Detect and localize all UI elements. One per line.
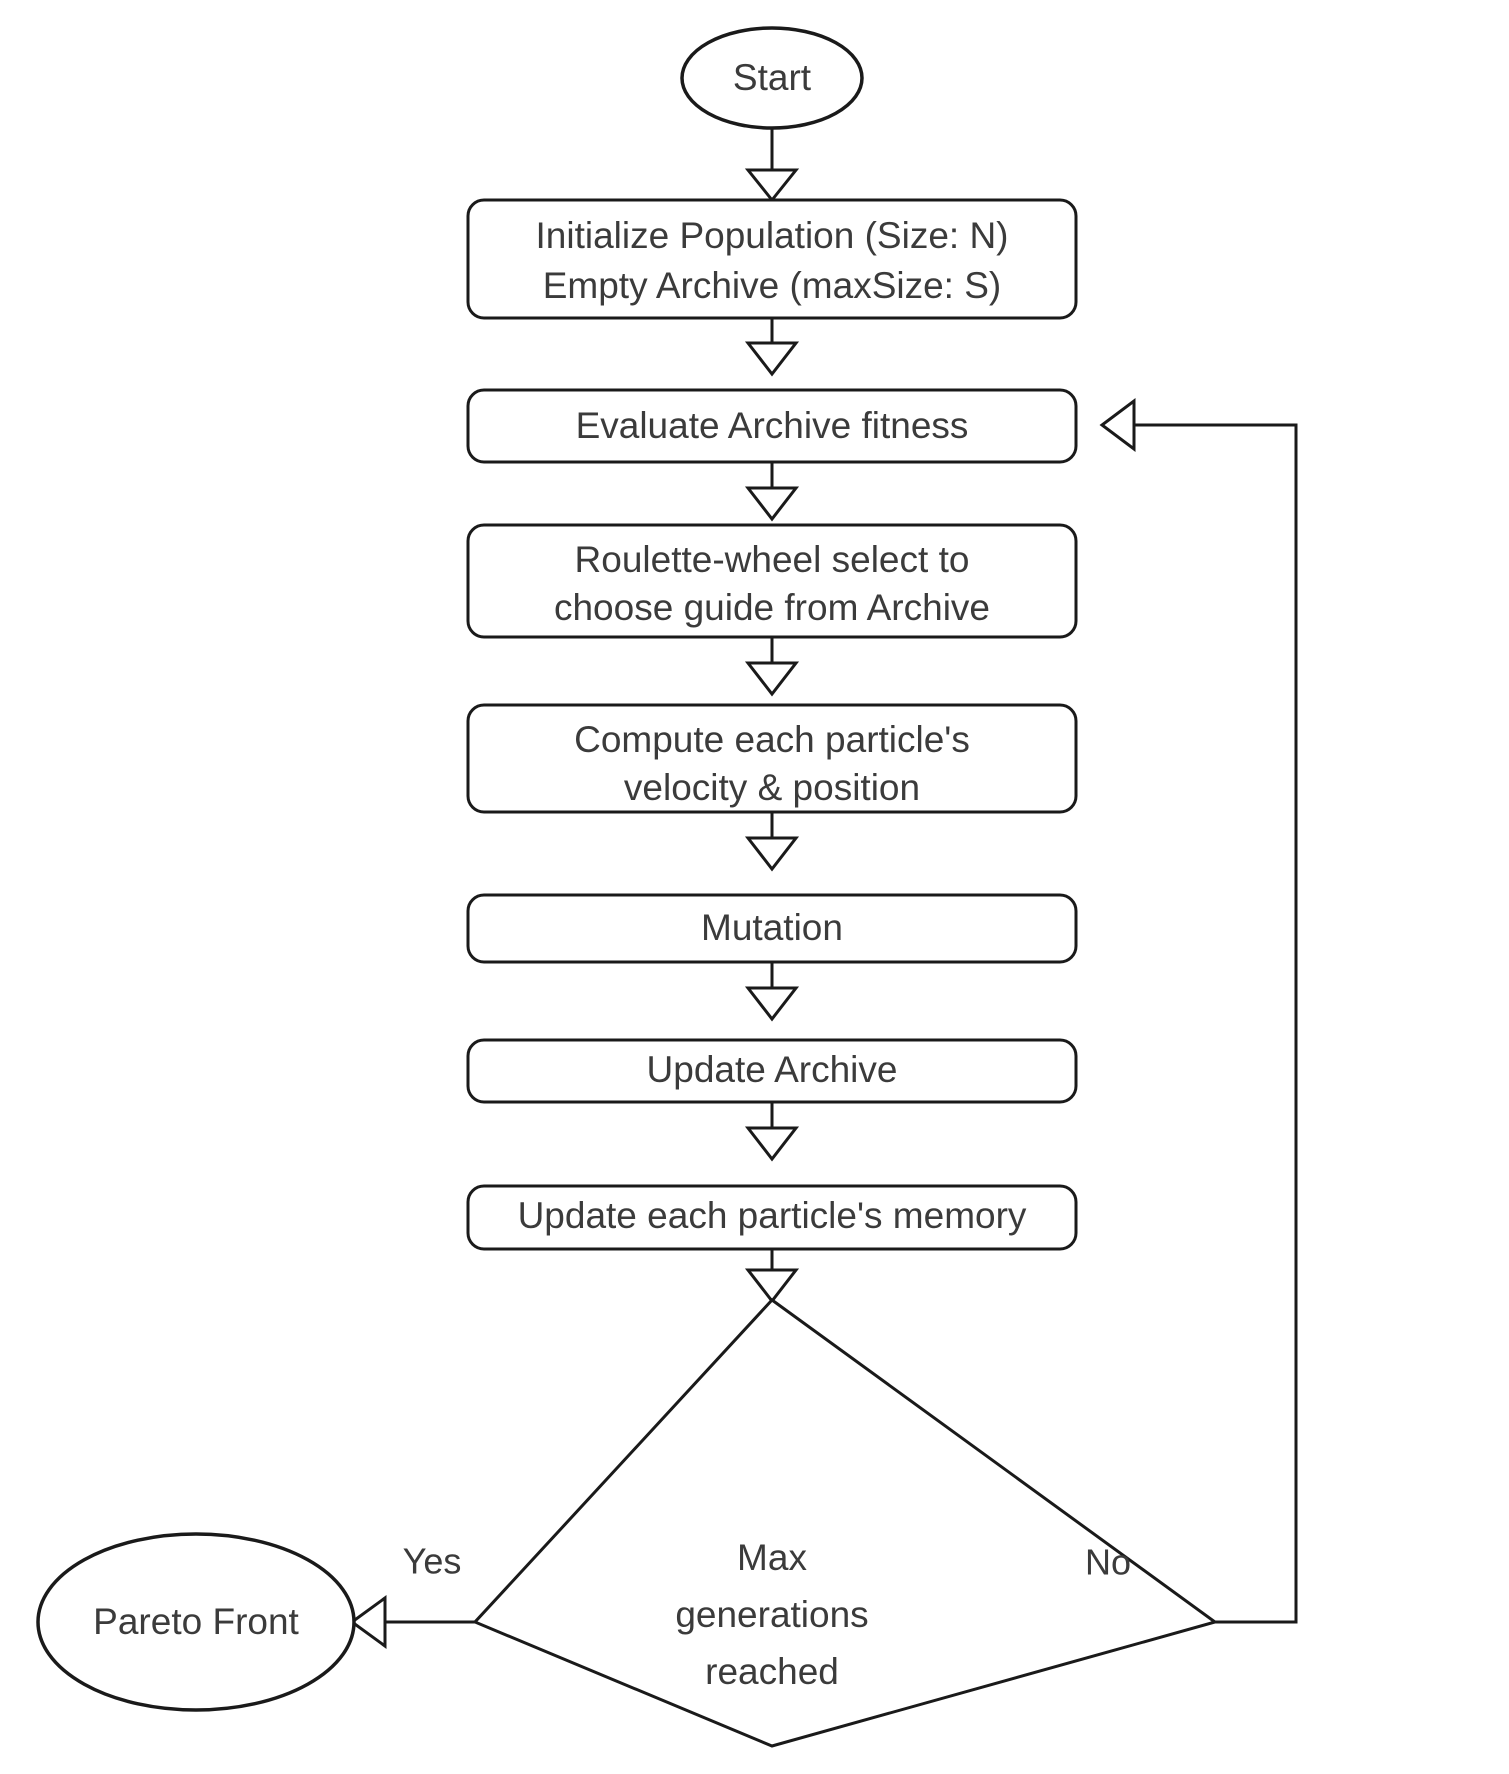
- node-update-archive[interactable]: Update Archive: [466, 1038, 1078, 1104]
- node-initialize-line1: Initialize Population (Size: N): [536, 215, 1009, 256]
- node-update-particle-memory[interactable]: Update each particle's memory: [466, 1184, 1078, 1251]
- edge-label-yes: Yes: [403, 1541, 462, 1582]
- node-initialize-line2: Empty Archive (maxSize: S): [543, 265, 1002, 306]
- edge-decision-yes-to-pareto-front: [349, 1595, 475, 1649]
- node-decision-line1: Max: [737, 1537, 807, 1578]
- node-evaluate-archive-fitness[interactable]: Evaluate Archive fitness: [466, 388, 1078, 464]
- node-start[interactable]: Start: [680, 26, 864, 130]
- node-compute-velocity-position[interactable]: Compute each particle's velocity & posit…: [466, 703, 1078, 814]
- node-initialize-population[interactable]: Initialize Population (Size: N) Empty Ar…: [466, 198, 1078, 320]
- node-update-archive-label: Update Archive: [647, 1049, 898, 1090]
- node-pareto-front[interactable]: Pareto Front: [36, 1532, 356, 1712]
- node-evaluate-label: Evaluate Archive fitness: [576, 405, 969, 446]
- edge-update-archive-to-update-memory: [744, 1102, 800, 1162]
- edge-evaluate-to-roulette: [744, 462, 800, 522]
- edge-compute-to-mutation: [744, 812, 800, 872]
- edge-roulette-to-compute: [744, 637, 800, 697]
- node-roulette-line2: choose guide from Archive: [554, 587, 990, 628]
- edge-label-no: No: [1085, 1542, 1131, 1583]
- node-roulette-wheel-select[interactable]: Roulette-wheel select to choose guide fr…: [466, 523, 1078, 639]
- node-decision-line2: generations: [675, 1594, 868, 1635]
- edge-initialize-to-evaluate: [744, 318, 800, 377]
- node-mutation[interactable]: Mutation: [466, 893, 1078, 964]
- node-roulette-line1: Roulette-wheel select to: [575, 539, 970, 580]
- node-compute-line1: Compute each particle's: [574, 719, 970, 760]
- node-pareto-front-label: Pareto Front: [93, 1601, 299, 1642]
- edge-update-memory-to-decision: [744, 1249, 800, 1304]
- node-update-memory-label: Update each particle's memory: [518, 1195, 1027, 1236]
- node-compute-line2: velocity & position: [624, 767, 920, 808]
- node-start-label: Start: [733, 57, 812, 98]
- node-mutation-label: Mutation: [701, 907, 843, 948]
- edge-start-to-initialize: [744, 128, 800, 203]
- edge-mutation-to-update-archive: [744, 962, 800, 1022]
- edge-decision-no-to-evaluate: [1099, 398, 1298, 1624]
- node-decision-max-generations[interactable]: Max generations reached: [472, 1298, 1219, 1748]
- node-decision-line3: reached: [705, 1651, 839, 1692]
